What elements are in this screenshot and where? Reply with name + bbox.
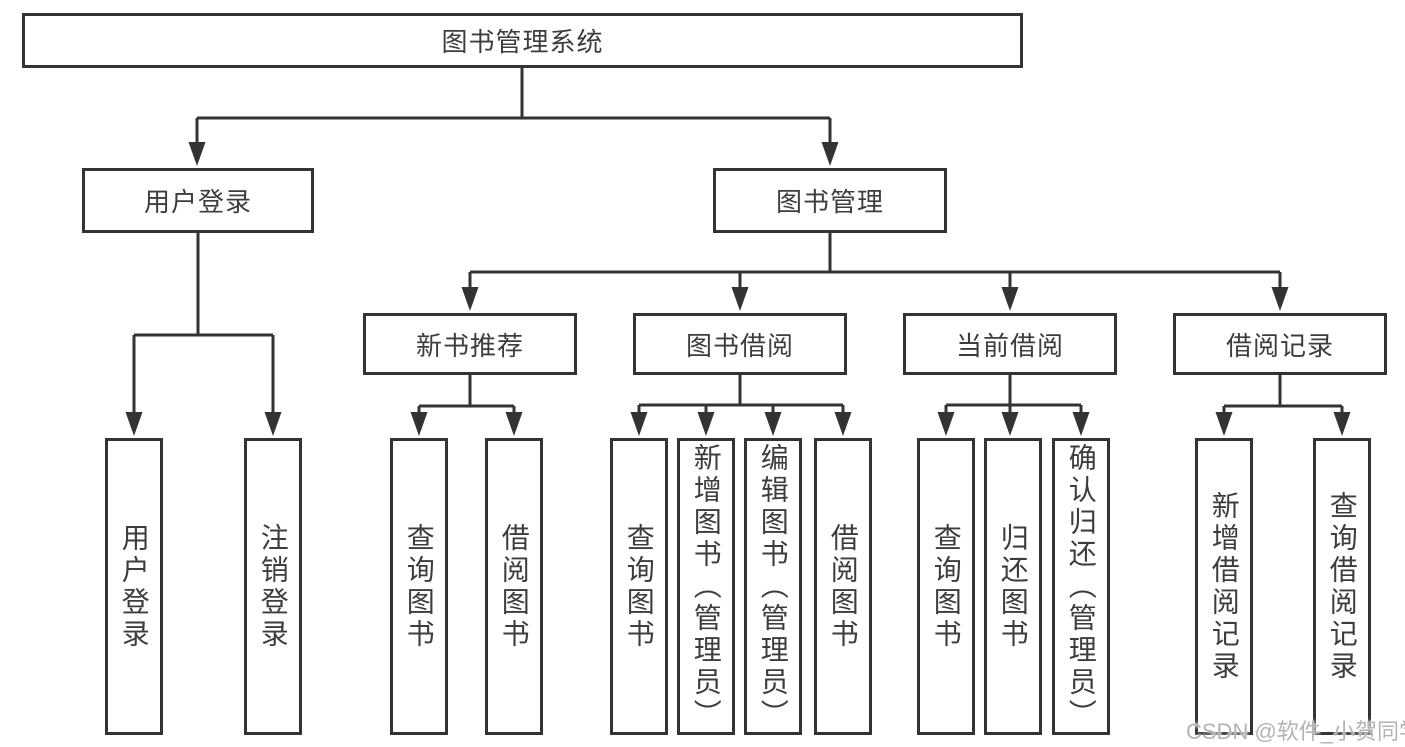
edges-borrowing-records bbox=[1215, 375, 1351, 436]
node-label: 查询图书 bbox=[403, 522, 435, 651]
node-label: 借阅图书 bbox=[498, 522, 530, 651]
node-borrowing-records: 借阅记录 bbox=[1173, 313, 1387, 375]
node-query-books-current: 查询图书 bbox=[917, 438, 975, 735]
node-borrow-books-borrowing: 借阅图书 bbox=[814, 438, 872, 735]
node-query-books-recommend: 查询图书 bbox=[390, 438, 448, 735]
node-confirm-return-admin: 确认归还（管理员） bbox=[1052, 438, 1110, 735]
node-label: 查询借阅记录 bbox=[1326, 490, 1358, 683]
node-label: 查询图书 bbox=[930, 522, 962, 651]
node-user-login-leaf: 用户登录 bbox=[105, 438, 163, 735]
node-add-borrow-record: 新增借阅记录 bbox=[1195, 438, 1253, 735]
node-library-system: 图书管理系统 bbox=[22, 13, 1023, 68]
node-book-management: 图书管理 bbox=[713, 168, 947, 233]
node-query-books-borrowing: 查询图书 bbox=[610, 438, 668, 735]
node-add-book-admin: 新增图书（管理员） bbox=[677, 438, 735, 735]
node-label: 用户登录 bbox=[118, 522, 150, 651]
edges-current-borrowing bbox=[937, 375, 1090, 436]
edges-root bbox=[188, 68, 839, 166]
node-label: 新增图书（管理员） bbox=[690, 442, 722, 731]
node-logout-leaf: 注销登录 bbox=[244, 438, 302, 735]
node-label: 查询图书 bbox=[623, 522, 655, 651]
node-label: 归还图书 bbox=[997, 522, 1029, 651]
node-label: 编辑图书（管理员） bbox=[757, 442, 789, 731]
node-label: 新增借阅记录 bbox=[1208, 490, 1240, 683]
edges-book-borrowing bbox=[630, 375, 852, 436]
node-edit-book-admin: 编辑图书（管理员） bbox=[744, 438, 802, 735]
node-book-borrowing: 图书借阅 bbox=[633, 313, 847, 375]
node-label: 确认归还（管理员） bbox=[1065, 442, 1097, 731]
node-label: 注销登录 bbox=[257, 522, 289, 651]
edges-user-login bbox=[125, 233, 282, 436]
node-return-book: 归还图书 bbox=[984, 438, 1042, 735]
node-current-borrowing: 当前借阅 bbox=[903, 313, 1117, 375]
edges-new-book-recommendation bbox=[410, 375, 523, 436]
node-borrow-books-recommend: 借阅图书 bbox=[485, 438, 543, 735]
node-new-book-recommendation: 新书推荐 bbox=[363, 313, 577, 375]
node-query-borrow-record: 查询借阅记录 bbox=[1313, 438, 1371, 735]
edges-book-management bbox=[461, 233, 1289, 311]
watermark-text: CSDN @软件_小贺同学 bbox=[1186, 719, 1405, 744]
node-label: 借阅图书 bbox=[827, 522, 859, 651]
node-user-login: 用户登录 bbox=[82, 168, 314, 233]
